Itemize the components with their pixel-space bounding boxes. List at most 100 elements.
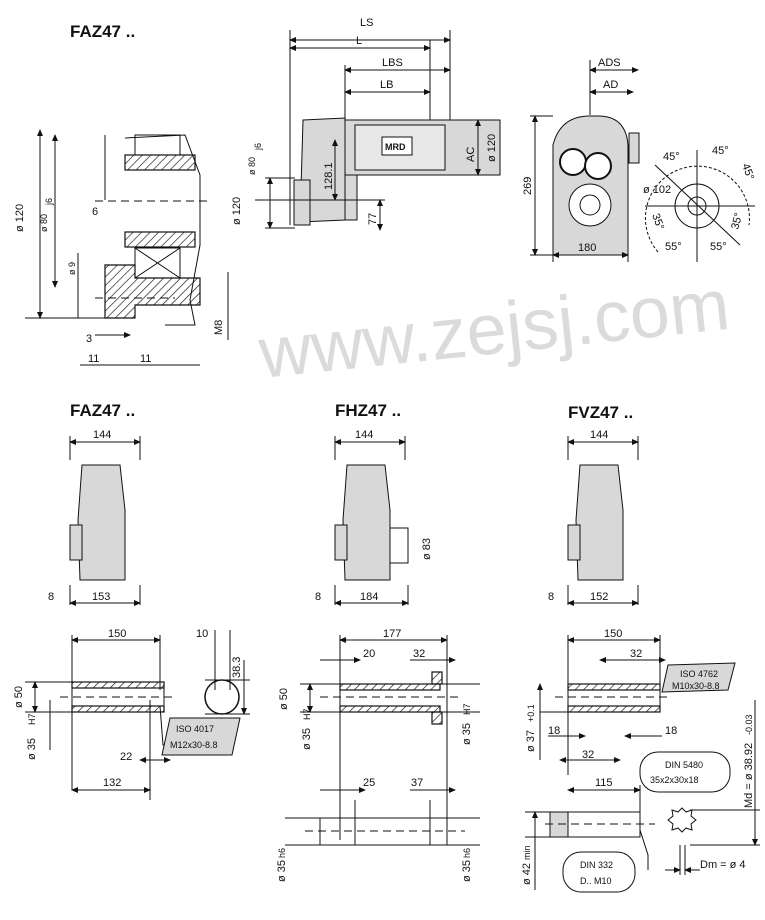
- faz47-compact-view: [69, 436, 141, 606]
- dim-11-right: 11: [140, 353, 151, 365]
- angle-45-a: 45°: [663, 151, 680, 163]
- fhz-shaft-d35-left: ø 35: [301, 728, 313, 750]
- dim-d120: ø 120: [14, 204, 26, 232]
- fvz-dim-144: 144: [590, 429, 608, 441]
- angle-35-a: 35°: [649, 212, 666, 232]
- title-fvz47: FVZ47 ..: [568, 403, 633, 422]
- faz-key-38-3: 38.3: [231, 657, 243, 678]
- fhz-dim-8: 8: [315, 591, 321, 603]
- dim-d80: ø 80: [39, 214, 49, 232]
- fvz-dim-152: 152: [590, 591, 608, 603]
- fvz47-compact-view: [567, 436, 639, 606]
- fhz-dim-184: 184: [360, 591, 378, 603]
- angle-55-a: 55°: [665, 241, 682, 253]
- fhz-dim-144: 144: [355, 429, 373, 441]
- dim-ac: AC: [465, 147, 477, 162]
- fhz-shrink-disk-shaft: [285, 635, 480, 846]
- dim-l: L: [356, 35, 362, 47]
- gearmotor-side-view: MRD: [255, 30, 501, 231]
- dim-77: 77: [367, 213, 379, 225]
- fvz-iso-label: ISO 4762: [680, 669, 718, 679]
- title-faz47: FAZ47 ..: [70, 401, 135, 420]
- fhz-shaft-d35-right-tol: H7: [462, 703, 472, 715]
- dim-flange-d80-tol: j6: [253, 143, 263, 151]
- fhz-shaft-d35-h6-left-tol: h6: [277, 848, 287, 858]
- watermark: www.zejsj.com: [254, 265, 733, 394]
- angle-35-b: 35°: [729, 212, 745, 231]
- faz-shaft-22: 22: [120, 751, 132, 763]
- dim-lb: LB: [380, 79, 393, 91]
- dim-269: 269: [522, 177, 534, 195]
- fvz-shaft-d37: ø 37: [525, 730, 537, 752]
- fvz-dim-8: 8: [548, 591, 554, 603]
- fhz-shaft-d35-h6-right: ø 35: [461, 860, 473, 882]
- faz-shaft-132: 132: [103, 777, 121, 789]
- faz-hollow-shaft: [25, 630, 250, 800]
- fvz-shaft-18-right: 18: [665, 725, 677, 737]
- fvz-shaft-d42-tol: min: [522, 845, 532, 860]
- angle-55-b: 55°: [710, 241, 727, 253]
- faz-iso-spec: M12x30-8.8: [170, 740, 218, 750]
- fhz-shaft-25: 25: [363, 777, 375, 789]
- fvz-shaft-32-bottom: 32: [582, 749, 594, 761]
- fhz-shaft-d35-h6-left: ø 35: [276, 860, 288, 882]
- flange-hole-pattern: [644, 150, 755, 262]
- title-fhz47: FHZ47 ..: [335, 401, 401, 420]
- dim-ads: ADS: [598, 57, 621, 69]
- dim-d9: ø 9: [67, 262, 77, 275]
- fvz-splined-shaft: [525, 635, 760, 893]
- fvz-shaft-d37-tol: +0.1: [526, 704, 536, 722]
- faz-dim-8: 8: [48, 591, 54, 603]
- faz-shaft-d35-tol: H7: [27, 713, 37, 725]
- fvz-dm-dim: Dm = ø 4: [700, 859, 746, 871]
- dim-flange-d120: ø 120: [231, 197, 243, 225]
- hollow-shaft-section-detail: [25, 129, 229, 366]
- fhz-shaft-d35-right: ø 35: [461, 723, 473, 745]
- faz-shaft-d35: ø 35: [26, 738, 38, 760]
- fvz-md-dim: Md = ø 38.92: [743, 743, 755, 808]
- fvz-shaft-d42: ø 42: [521, 863, 533, 885]
- dim-3: 3: [86, 333, 92, 345]
- fvz-din5480: DIN 5480: [665, 760, 703, 770]
- fvz-din332-spec: D.. M10: [580, 876, 612, 886]
- fvz-din5480-spec: 35x2x30x18: [650, 775, 699, 785]
- fvz-din332: DIN 332: [580, 860, 613, 870]
- angle-45-c: 45°: [739, 162, 756, 182]
- faz-dim-144: 144: [93, 429, 111, 441]
- dim-d80-tol: j6: [44, 198, 54, 206]
- dim-motor-d120: ø 120: [486, 134, 498, 162]
- faz-shaft-d50: ø 50: [13, 686, 25, 708]
- dim-6: 6: [92, 206, 98, 218]
- dim-m8: M8: [213, 320, 225, 335]
- fhz-shaft-d35-left-tol: H7: [302, 708, 312, 720]
- angle-45-b: 45°: [712, 145, 729, 157]
- fvz-shaft-32-top: 32: [630, 648, 642, 660]
- fvz-iso-spec: M10x30-8.8: [672, 681, 720, 691]
- fhz-shaft-32: 32: [413, 648, 425, 660]
- dim-flange-d80: ø 80: [247, 157, 257, 175]
- fhz-shaft-d35-h6-right-tol: h6: [462, 848, 472, 858]
- fvz-shaft-150: 150: [604, 628, 622, 640]
- fhz47-compact-view: [334, 436, 409, 606]
- fhz-shaft-37: 37: [411, 777, 423, 789]
- fvz-md-tol: -0.03: [744, 714, 754, 735]
- dim-128-1: 128.1: [323, 162, 335, 190]
- dim-lbs: LBS: [382, 57, 403, 69]
- dim-d102: ø 102: [643, 184, 671, 196]
- dim-ls: LS: [360, 17, 373, 29]
- fhz-shaft-177: 177: [383, 628, 401, 640]
- motor-nameplate: MRD: [385, 142, 406, 152]
- fvz-shaft-115: 115: [595, 777, 613, 789]
- fhz-shaft-d50: ø 50: [278, 688, 290, 710]
- faz-iso-label: ISO 4017: [176, 724, 214, 734]
- dim-180: 180: [578, 242, 596, 254]
- fhz-dim-d83: ø 83: [421, 538, 433, 560]
- faz-shaft-150: 150: [108, 628, 126, 640]
- dim-ad: AD: [603, 79, 618, 91]
- fhz-shaft-20: 20: [363, 648, 375, 660]
- faz-dim-153: 153: [92, 591, 110, 603]
- dim-11-left: 11: [88, 353, 99, 365]
- title-faz47-top: FAZ47 ..: [70, 22, 135, 41]
